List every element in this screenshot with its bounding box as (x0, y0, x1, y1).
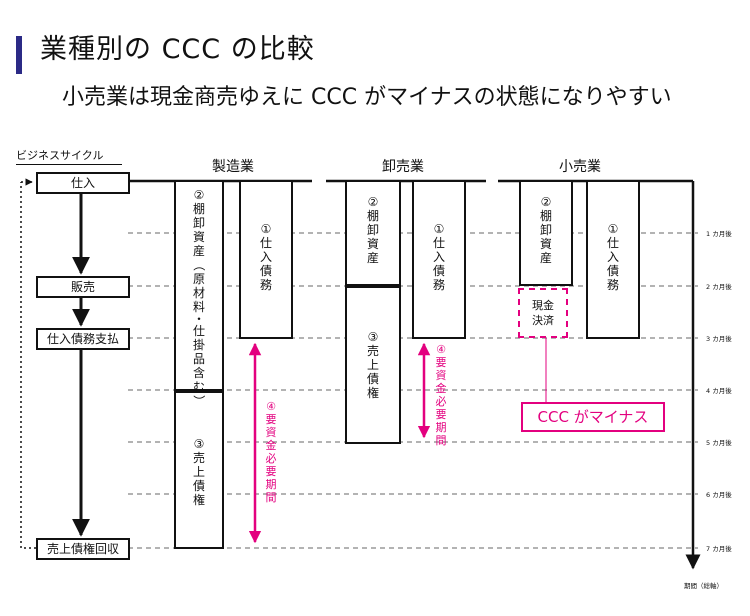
retail-payables-bar (586, 180, 640, 339)
wholesale-payables-bar (412, 180, 466, 339)
business-cycle-header: ビジネスサイクル (16, 147, 122, 165)
month-label-1: 1 カ月後 (706, 230, 732, 238)
time-axis-label: 期間（総軸） (684, 582, 723, 590)
manufacturing-payables-bar (239, 180, 293, 339)
flow-step-receivables-collection: 売上債権回収 (36, 538, 130, 560)
manufacturing-inventory-bar (174, 180, 224, 391)
industry-title-wholesale: 卸売業 (382, 159, 424, 175)
manufacturing-receivables-bar (174, 391, 224, 549)
month-label-5: 5 カ月後 (706, 439, 732, 447)
month-label-4: 4 カ月後 (706, 387, 732, 395)
month-label-2: 2 カ月後 (706, 283, 732, 291)
month-label-6: 6 カ月後 (706, 491, 732, 499)
retail-inventory-bar (519, 180, 573, 286)
ccc-negative-badge: CCC がマイナス (521, 402, 665, 432)
title-accent-bar (16, 36, 22, 74)
wholesale-inventory-bar (345, 180, 401, 286)
flow-step-purchase: 仕入 (36, 172, 130, 194)
cash-settlement-line-2: 決済 (532, 314, 554, 327)
flow-step-sales: 販売 (36, 276, 130, 298)
page-title: 業種別の CCC の比較 (40, 34, 315, 65)
industry-title-manufacturing: 製造業 (212, 159, 254, 175)
month-label-3: 3 カ月後 (706, 335, 732, 343)
cycle-loop (20, 178, 36, 549)
page-subtitle: 小売業は現金商売ゆえに CCC がマイナスの状態になりやすい (62, 85, 672, 110)
industry-title-retail: 小売業 (559, 159, 601, 175)
retail-cash-settlement-box: 現金 決済 (518, 288, 568, 338)
flow-step-payables-payment: 仕入債務支払 (36, 328, 130, 350)
wholesale-receivables-bar (345, 286, 401, 444)
month-label-7: 7 カ月後 (706, 545, 732, 553)
cash-settlement-line-1: 現金 (532, 299, 554, 312)
